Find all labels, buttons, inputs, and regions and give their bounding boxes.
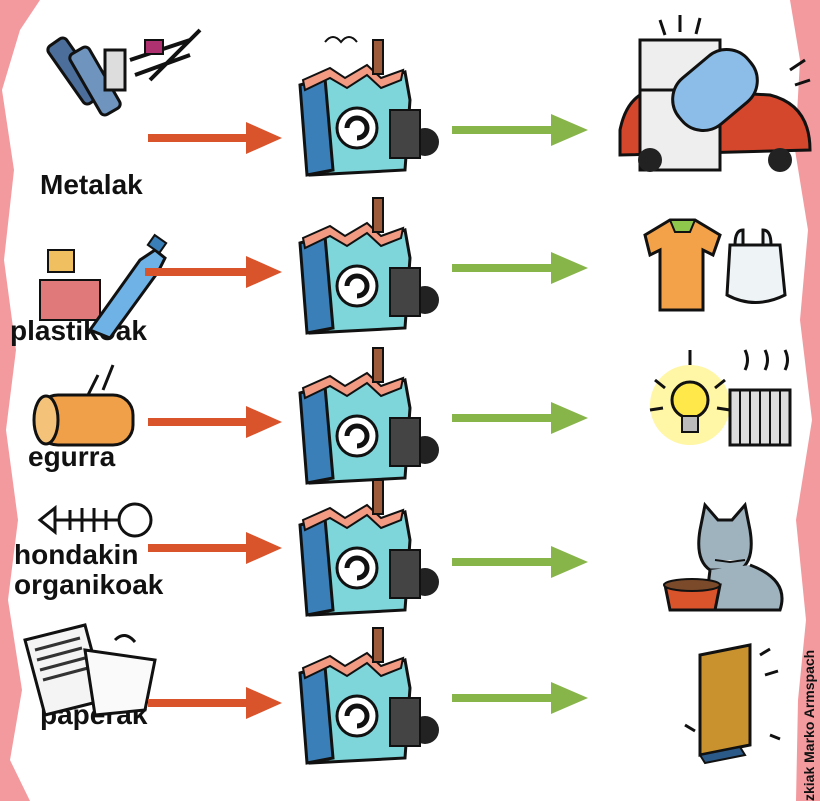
- plastic-bottle-icon: [39, 233, 168, 340]
- recycling-factory-icon: [298, 627, 439, 765]
- arrow-in: [148, 532, 282, 564]
- fish-bone-icon: [37, 502, 153, 538]
- lightbulb-radiator-icon: [649, 349, 792, 447]
- wood-log-icon: [32, 364, 135, 447]
- arrow-in: [148, 406, 282, 438]
- fridge-car-icon: [618, 15, 812, 172]
- arrow-in: [148, 687, 282, 719]
- book-icon: [684, 643, 781, 765]
- row-egurra: [32, 347, 792, 485]
- arrow-out: [452, 402, 588, 434]
- arrow-in: [145, 256, 282, 288]
- recycling-factory-icon: [298, 479, 439, 617]
- arrow-out: [452, 114, 588, 146]
- recycling-factory-icon: [298, 36, 439, 177]
- row-hondakin-organikoak: [37, 479, 784, 617]
- label-metalak: Metalak: [40, 169, 143, 200]
- arrow-out: [452, 546, 588, 578]
- recycling-factory-icon: [298, 347, 439, 485]
- recycling-factory-icon: [298, 197, 439, 335]
- metal-scrap-icon: [46, 28, 202, 117]
- arrow-in: [148, 122, 282, 154]
- newspaper-icon: [23, 623, 157, 717]
- label-hondakin-organikoak: hondakin organikoak: [14, 539, 164, 600]
- cat-food-icon: [663, 501, 784, 612]
- shirt-bag-icon: [643, 218, 787, 312]
- row-paperak: [23, 623, 781, 765]
- arrow-out: [452, 682, 588, 714]
- row-metalak: [46, 15, 812, 177]
- row-plastikoak: [39, 197, 787, 340]
- arrow-out: [452, 252, 588, 284]
